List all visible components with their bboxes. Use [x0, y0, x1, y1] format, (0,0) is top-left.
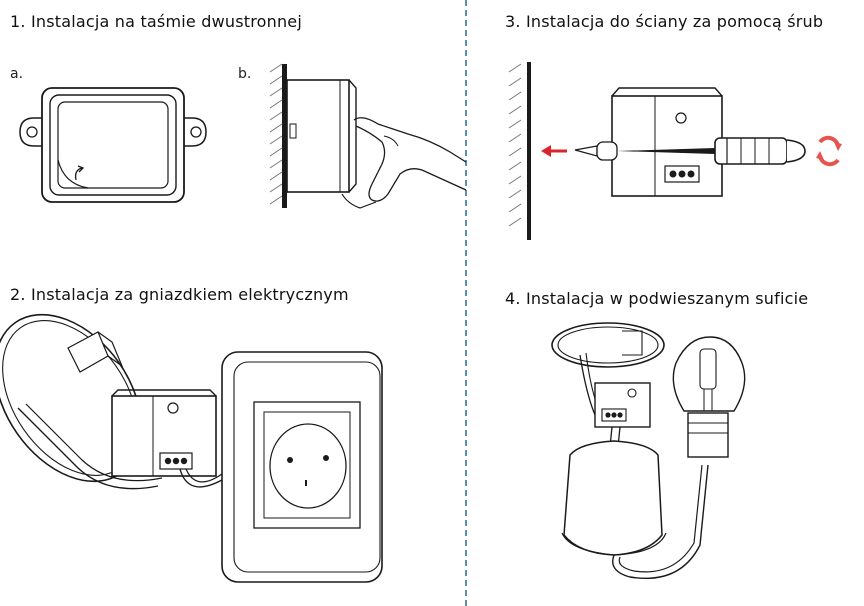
section-1-title: 1. Instalacja na taśmie dwustronnej: [10, 12, 302, 31]
suspended-ceiling-illustration: [551, 322, 746, 579]
step-a-label: a.: [10, 66, 24, 82]
red-left-arrow-icon: [541, 145, 567, 157]
step-b-label: b.: [238, 66, 252, 82]
rotate-arrow-icon: [74, 165, 85, 181]
press-to-wall-illustration: [269, 63, 467, 209]
section-divider: [465, 0, 467, 606]
section-3-title: 3. Instalacja do ściany za pomocą śrub: [505, 12, 824, 31]
module-tape-illustration: [19, 87, 207, 203]
red-rotate-icon: [816, 135, 842, 167]
section-4-title: 4. Instalacja w podwieszanym suficie: [505, 289, 809, 308]
section-2-title: 2. Instalacja za gniazdkiem elektrycznym: [10, 285, 349, 304]
behind-socket-illustration: [0, 313, 383, 583]
screw-to-wall-illustration: [508, 62, 842, 240]
